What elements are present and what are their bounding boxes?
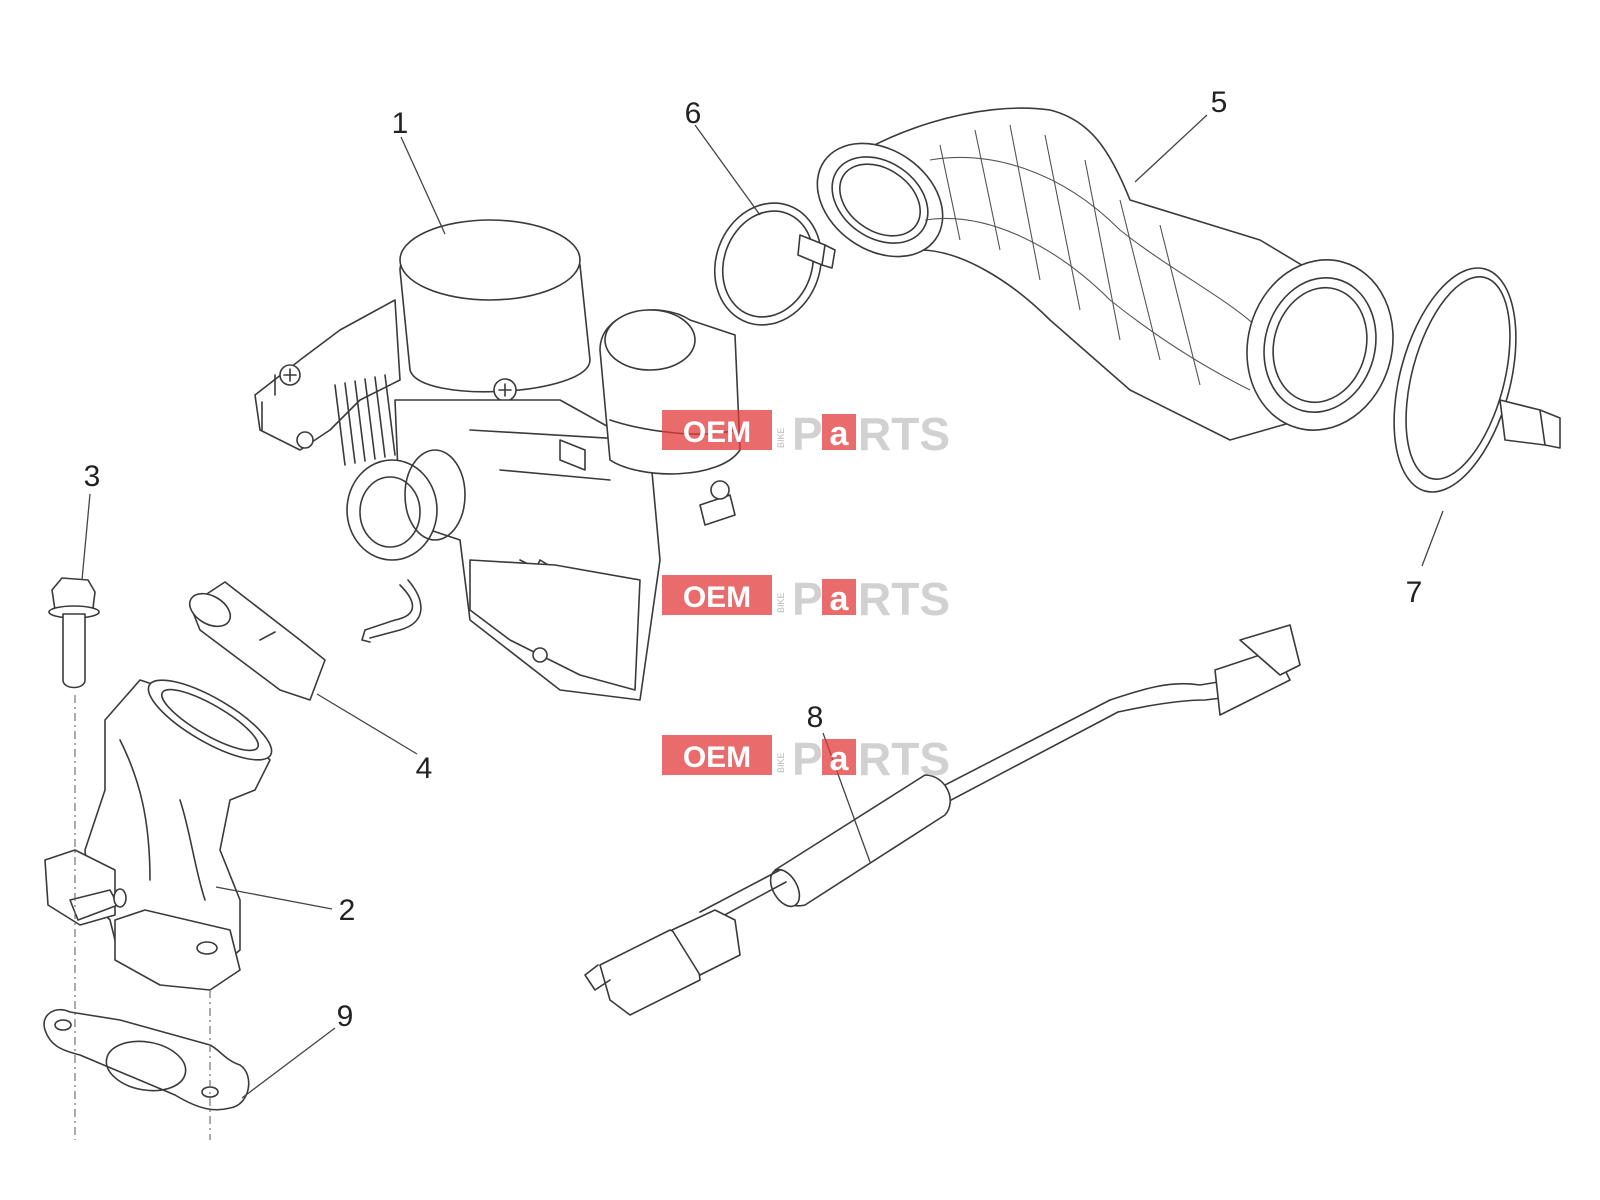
svg-text:a: a xyxy=(830,580,850,618)
hose-clamp-6 xyxy=(713,202,836,326)
callout-8: 8 xyxy=(807,701,824,734)
leader-2 xyxy=(215,886,333,910)
svg-text:a: a xyxy=(830,740,850,778)
svg-text:P: P xyxy=(792,408,823,460)
callout-3: 3 xyxy=(84,460,101,493)
svg-text:RTS: RTS xyxy=(858,408,950,460)
intake-hose xyxy=(816,107,1394,441)
svg-text:P: P xyxy=(792,573,823,625)
leader-6 xyxy=(694,124,761,216)
callout-6: 6 xyxy=(685,97,702,130)
svg-text:OEM: OEM xyxy=(683,741,751,774)
callout-5: 5 xyxy=(1211,86,1228,119)
ring-seal xyxy=(188,581,326,701)
svg-text:OEM: OEM xyxy=(683,416,751,449)
gasket xyxy=(43,1008,250,1111)
svg-text:P: P xyxy=(792,733,823,785)
leader-7 xyxy=(1421,510,1444,567)
svg-text:BIKE: BIKE xyxy=(776,752,786,773)
wiring-harness xyxy=(584,624,1301,1016)
callout-labels: 1 2 3 4 5 6 7 8 9 xyxy=(84,86,1423,1033)
callout-9: 9 xyxy=(337,1000,354,1033)
svg-text:BIKE: BIKE xyxy=(776,592,786,613)
callout-7: 7 xyxy=(1406,576,1423,609)
callout-1: 1 xyxy=(392,107,409,140)
flange-bolt xyxy=(48,577,100,689)
throttle-spring xyxy=(334,374,396,466)
leader-3 xyxy=(81,493,91,581)
watermark-2: OEM BIKE P a RTS xyxy=(662,573,950,625)
svg-text:BIKE: BIKE xyxy=(776,427,786,448)
watermark-3: OEM BIKE P a RTS xyxy=(662,733,950,785)
svg-text:RTS: RTS xyxy=(858,573,950,625)
intake-manifold xyxy=(44,679,273,991)
leader-lines xyxy=(81,114,1444,1099)
svg-text:a: a xyxy=(830,415,850,453)
svg-text:RTS: RTS xyxy=(858,733,950,785)
watermark-1: OEM BIKE P a RTS xyxy=(662,408,950,460)
callout-2: 2 xyxy=(339,894,356,927)
callout-4: 4 xyxy=(416,752,433,785)
hose-clamp-7 xyxy=(1393,267,1561,493)
leader-4 xyxy=(316,693,418,755)
leader-5 xyxy=(1134,114,1208,183)
leader-1 xyxy=(400,136,446,235)
intake-mouth xyxy=(346,449,466,561)
carburetor xyxy=(254,219,741,701)
leader-9 xyxy=(241,1027,336,1099)
alignment-axes xyxy=(74,695,211,1140)
svg-text:OEM: OEM xyxy=(683,581,751,614)
